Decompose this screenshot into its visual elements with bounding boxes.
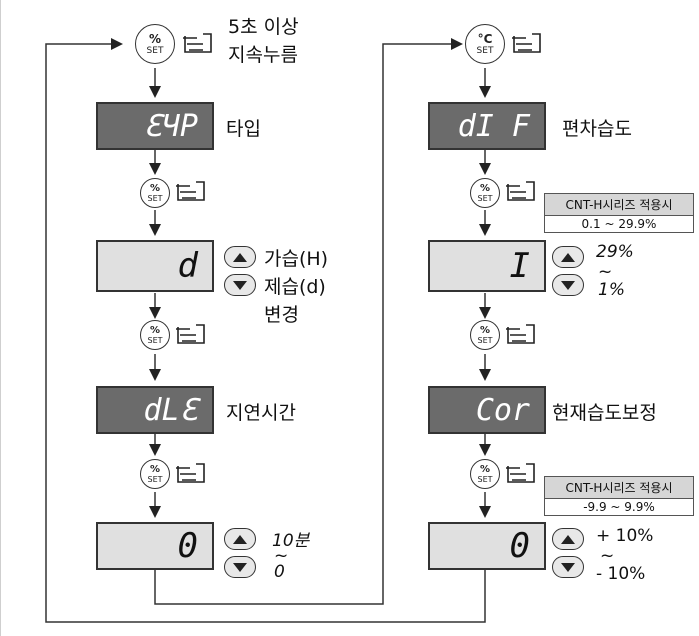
percent-symbol: %	[479, 324, 491, 336]
label-delay-time: 지연시간	[226, 402, 296, 424]
set-text: SET	[146, 45, 164, 56]
left-border	[0, 0, 1, 636]
percent-symbol: %	[149, 324, 161, 336]
cor-range-max: + 10%	[596, 526, 654, 546]
dif-range-max: 29%	[596, 242, 634, 262]
hand-icon-right-top	[512, 33, 541, 53]
set-text: SET	[476, 45, 494, 56]
spec-title: CNT-H시리즈 적용시	[545, 477, 693, 499]
up-arrow-button-left-2[interactable]	[224, 528, 256, 550]
entry-note-line1: 5초 이상	[228, 16, 299, 38]
percent-set-button-right-4[interactable]: % SET	[470, 459, 500, 489]
dif-range-min: 1%	[598, 280, 625, 300]
percent-set-button-top-left[interactable]: % SET	[135, 24, 175, 64]
loop-right-to-left	[45, 38, 486, 623]
down-arrow-icon	[233, 562, 247, 572]
percent-set-button-right-2[interactable]: % SET	[470, 178, 500, 208]
down-arrow-icon	[561, 280, 575, 290]
hand-icon-left-top	[183, 33, 212, 53]
set-text: SET	[477, 474, 493, 484]
hand-icon-left-2	[176, 181, 205, 201]
cor-range-tilde: ~	[600, 546, 615, 566]
down-arrow-icon	[561, 562, 575, 572]
hand-icon-left-4	[176, 463, 205, 483]
celsius-set-button-top-right[interactable]: °C SET	[465, 24, 505, 64]
cor-range-min: - 10%	[596, 564, 646, 584]
percent-set-button-left-2[interactable]: % SET	[140, 178, 170, 208]
up-arrow-button-right-2[interactable]	[552, 528, 584, 550]
delay-range-max: 10분	[272, 531, 310, 551]
up-arrow-button-right-1[interactable]	[552, 246, 584, 268]
display-d: d	[96, 240, 214, 292]
percent-symbol: %	[148, 31, 162, 46]
up-arrow-icon	[561, 252, 575, 262]
up-arrow-button-left-1[interactable]	[224, 246, 256, 268]
up-arrow-icon	[233, 534, 247, 544]
percent-symbol: %	[149, 182, 161, 194]
dif-range-tilde: ~	[598, 262, 613, 282]
up-arrow-icon	[233, 252, 247, 262]
percent-set-button-right-3[interactable]: % SET	[470, 320, 500, 350]
hand-icon-right-4	[506, 463, 535, 483]
set-text: SET	[477, 335, 493, 345]
hand-icon-left-3	[176, 324, 205, 344]
percent-symbol: %	[479, 182, 491, 194]
label-humidify: 가습(H)	[264, 248, 329, 270]
delay-range-min: 0	[274, 562, 285, 582]
celsius-symbol: °C	[477, 31, 493, 46]
loop-left-to-right	[154, 38, 463, 605]
display-dif: dI F	[428, 102, 546, 150]
percent-set-button-left-3[interactable]: % SET	[140, 320, 170, 350]
delay-range-tilde: ~	[274, 546, 289, 566]
hand-icon-right-3	[506, 324, 535, 344]
hand-icons	[176, 33, 541, 483]
set-text: SET	[477, 193, 493, 203]
set-text: SET	[147, 335, 163, 345]
set-text: SET	[147, 193, 163, 203]
down-arrow-button-right-2[interactable]	[552, 556, 584, 578]
display-dif-value: I	[428, 240, 546, 292]
spec-range: 0.1 ~ 29.9%	[545, 216, 693, 232]
spec-box-dif: CNT-H시리즈 적용시 0.1 ~ 29.9%	[544, 193, 694, 233]
down-arrow-icon	[233, 280, 247, 290]
down-arrow-button-left-2[interactable]	[224, 556, 256, 578]
hand-icon-right-2	[506, 181, 535, 201]
spec-title: CNT-H시리즈 적용시	[545, 194, 693, 216]
spec-range: -9.9 ~ 9.9%	[545, 499, 693, 515]
percent-symbol: %	[479, 463, 491, 475]
percent-set-button-left-4[interactable]: % SET	[140, 459, 170, 489]
label-deviation-humidity: 편차습도	[562, 118, 632, 140]
spec-box-cor: CNT-H시리즈 적용시 -9.9 ~ 9.9%	[544, 476, 694, 516]
down-arrow-button-right-1[interactable]	[552, 274, 584, 296]
display-cor-value: 0	[428, 522, 546, 570]
label-type: 타입	[226, 118, 261, 140]
percent-symbol: %	[149, 463, 161, 475]
label-dehumidify: 제습(d)	[264, 276, 326, 298]
display-delay-value: 0	[96, 522, 214, 570]
down-arrow-button-left-1[interactable]	[224, 274, 256, 296]
display-cor: Cor	[428, 386, 546, 434]
entry-note-line2: 지속누름	[228, 44, 298, 66]
display-typ: ℇЧP	[96, 102, 214, 150]
up-arrow-icon	[561, 534, 575, 544]
label-change: 변경	[264, 304, 299, 326]
display-dlt: dLℇ	[96, 386, 214, 434]
set-text: SET	[147, 474, 163, 484]
label-current-humidity-correction: 현재습도보정	[552, 402, 657, 424]
